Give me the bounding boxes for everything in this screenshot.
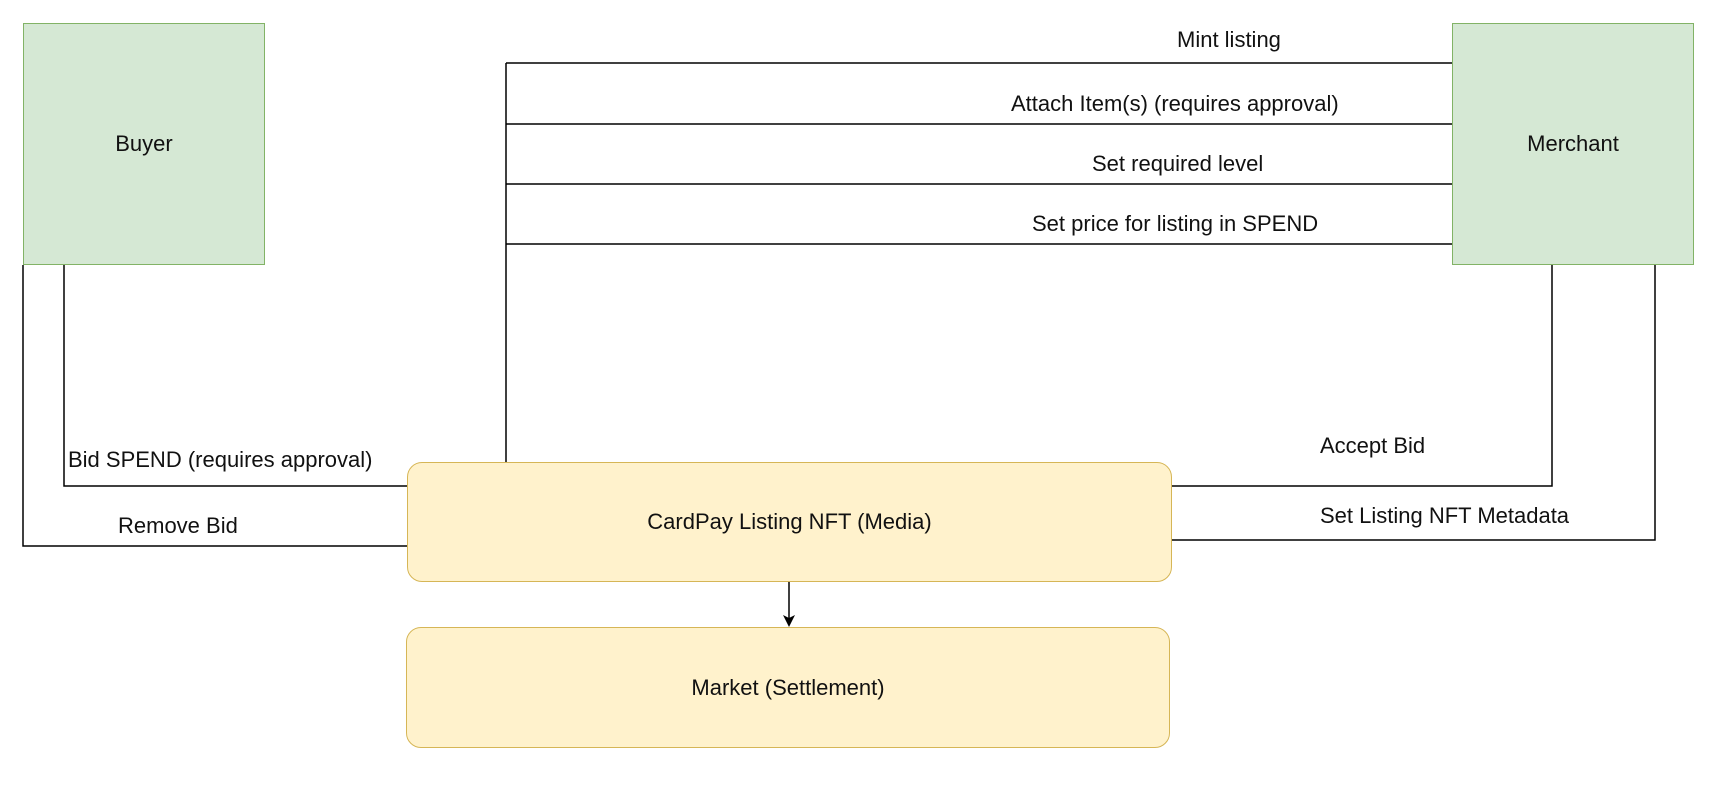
listing-nft-node: CardPay Listing NFT (Media) [407,462,1172,582]
buyer-node: Buyer [23,23,265,265]
edge-accept-bid [1172,265,1553,487]
label-set-metadata: Set Listing NFT Metadata [1320,503,1570,528]
label-set-required-level: Set required level [1092,151,1264,176]
market-label: Market (Settlement) [691,674,885,700]
merchant-label: Merchant [1527,131,1619,156]
label-mint-listing: Mint listing [1177,27,1281,52]
label-remove-bid: Remove Bid [118,513,238,538]
label-set-price: Set price for listing in SPEND [1032,211,1319,236]
listing-nft-label: CardPay Listing NFT (Media) [647,509,932,534]
merchant-node: Merchant [1452,23,1694,265]
label-accept-bid: Accept Bid [1320,433,1426,458]
edge-bid-spend [63,265,407,487]
edge-set-metadata [1172,265,1656,541]
label-attach-items: Attach Item(s) (requires approval) [1011,91,1339,116]
edge-remove-bid [22,265,407,547]
label-bid-spend: Bid SPEND (requires approval) [68,447,373,472]
buyer-label: Buyer [115,131,173,156]
market-node: Market (Settlement) [406,627,1170,748]
